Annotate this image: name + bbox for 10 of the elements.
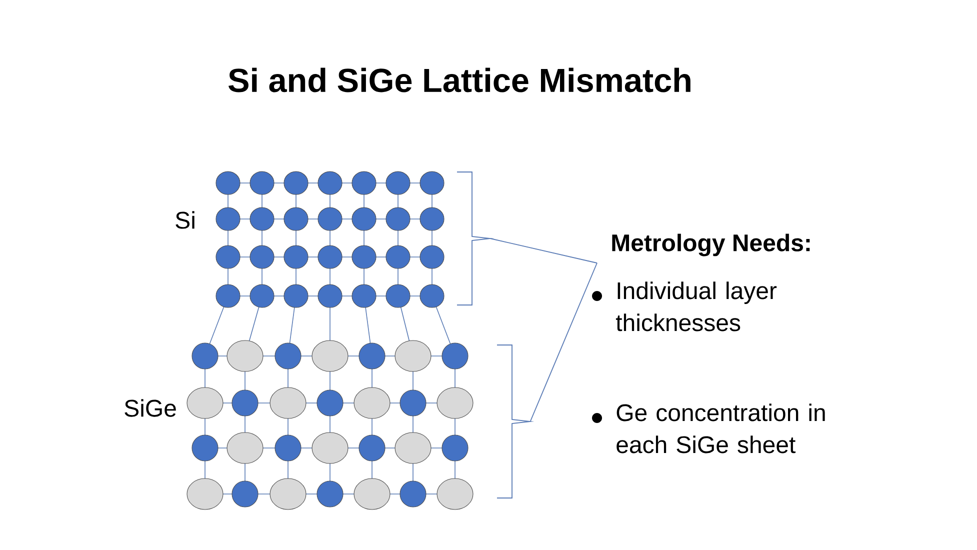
leader-line [490,238,598,264]
bracket [496,344,534,498]
layer-label: SiGe [124,399,176,417]
leader-line [530,262,598,422]
layer-label: Si [176,211,194,229]
bullet-text: Ge concentration in each SiGe sheet [616,404,825,454]
title: Si and SiGe Lattice Mismatch [228,68,690,92]
bullet-text: Individual layer thicknesses [616,282,777,332]
heading: Metrology Needs: [612,234,810,256]
bracket [456,172,494,306]
